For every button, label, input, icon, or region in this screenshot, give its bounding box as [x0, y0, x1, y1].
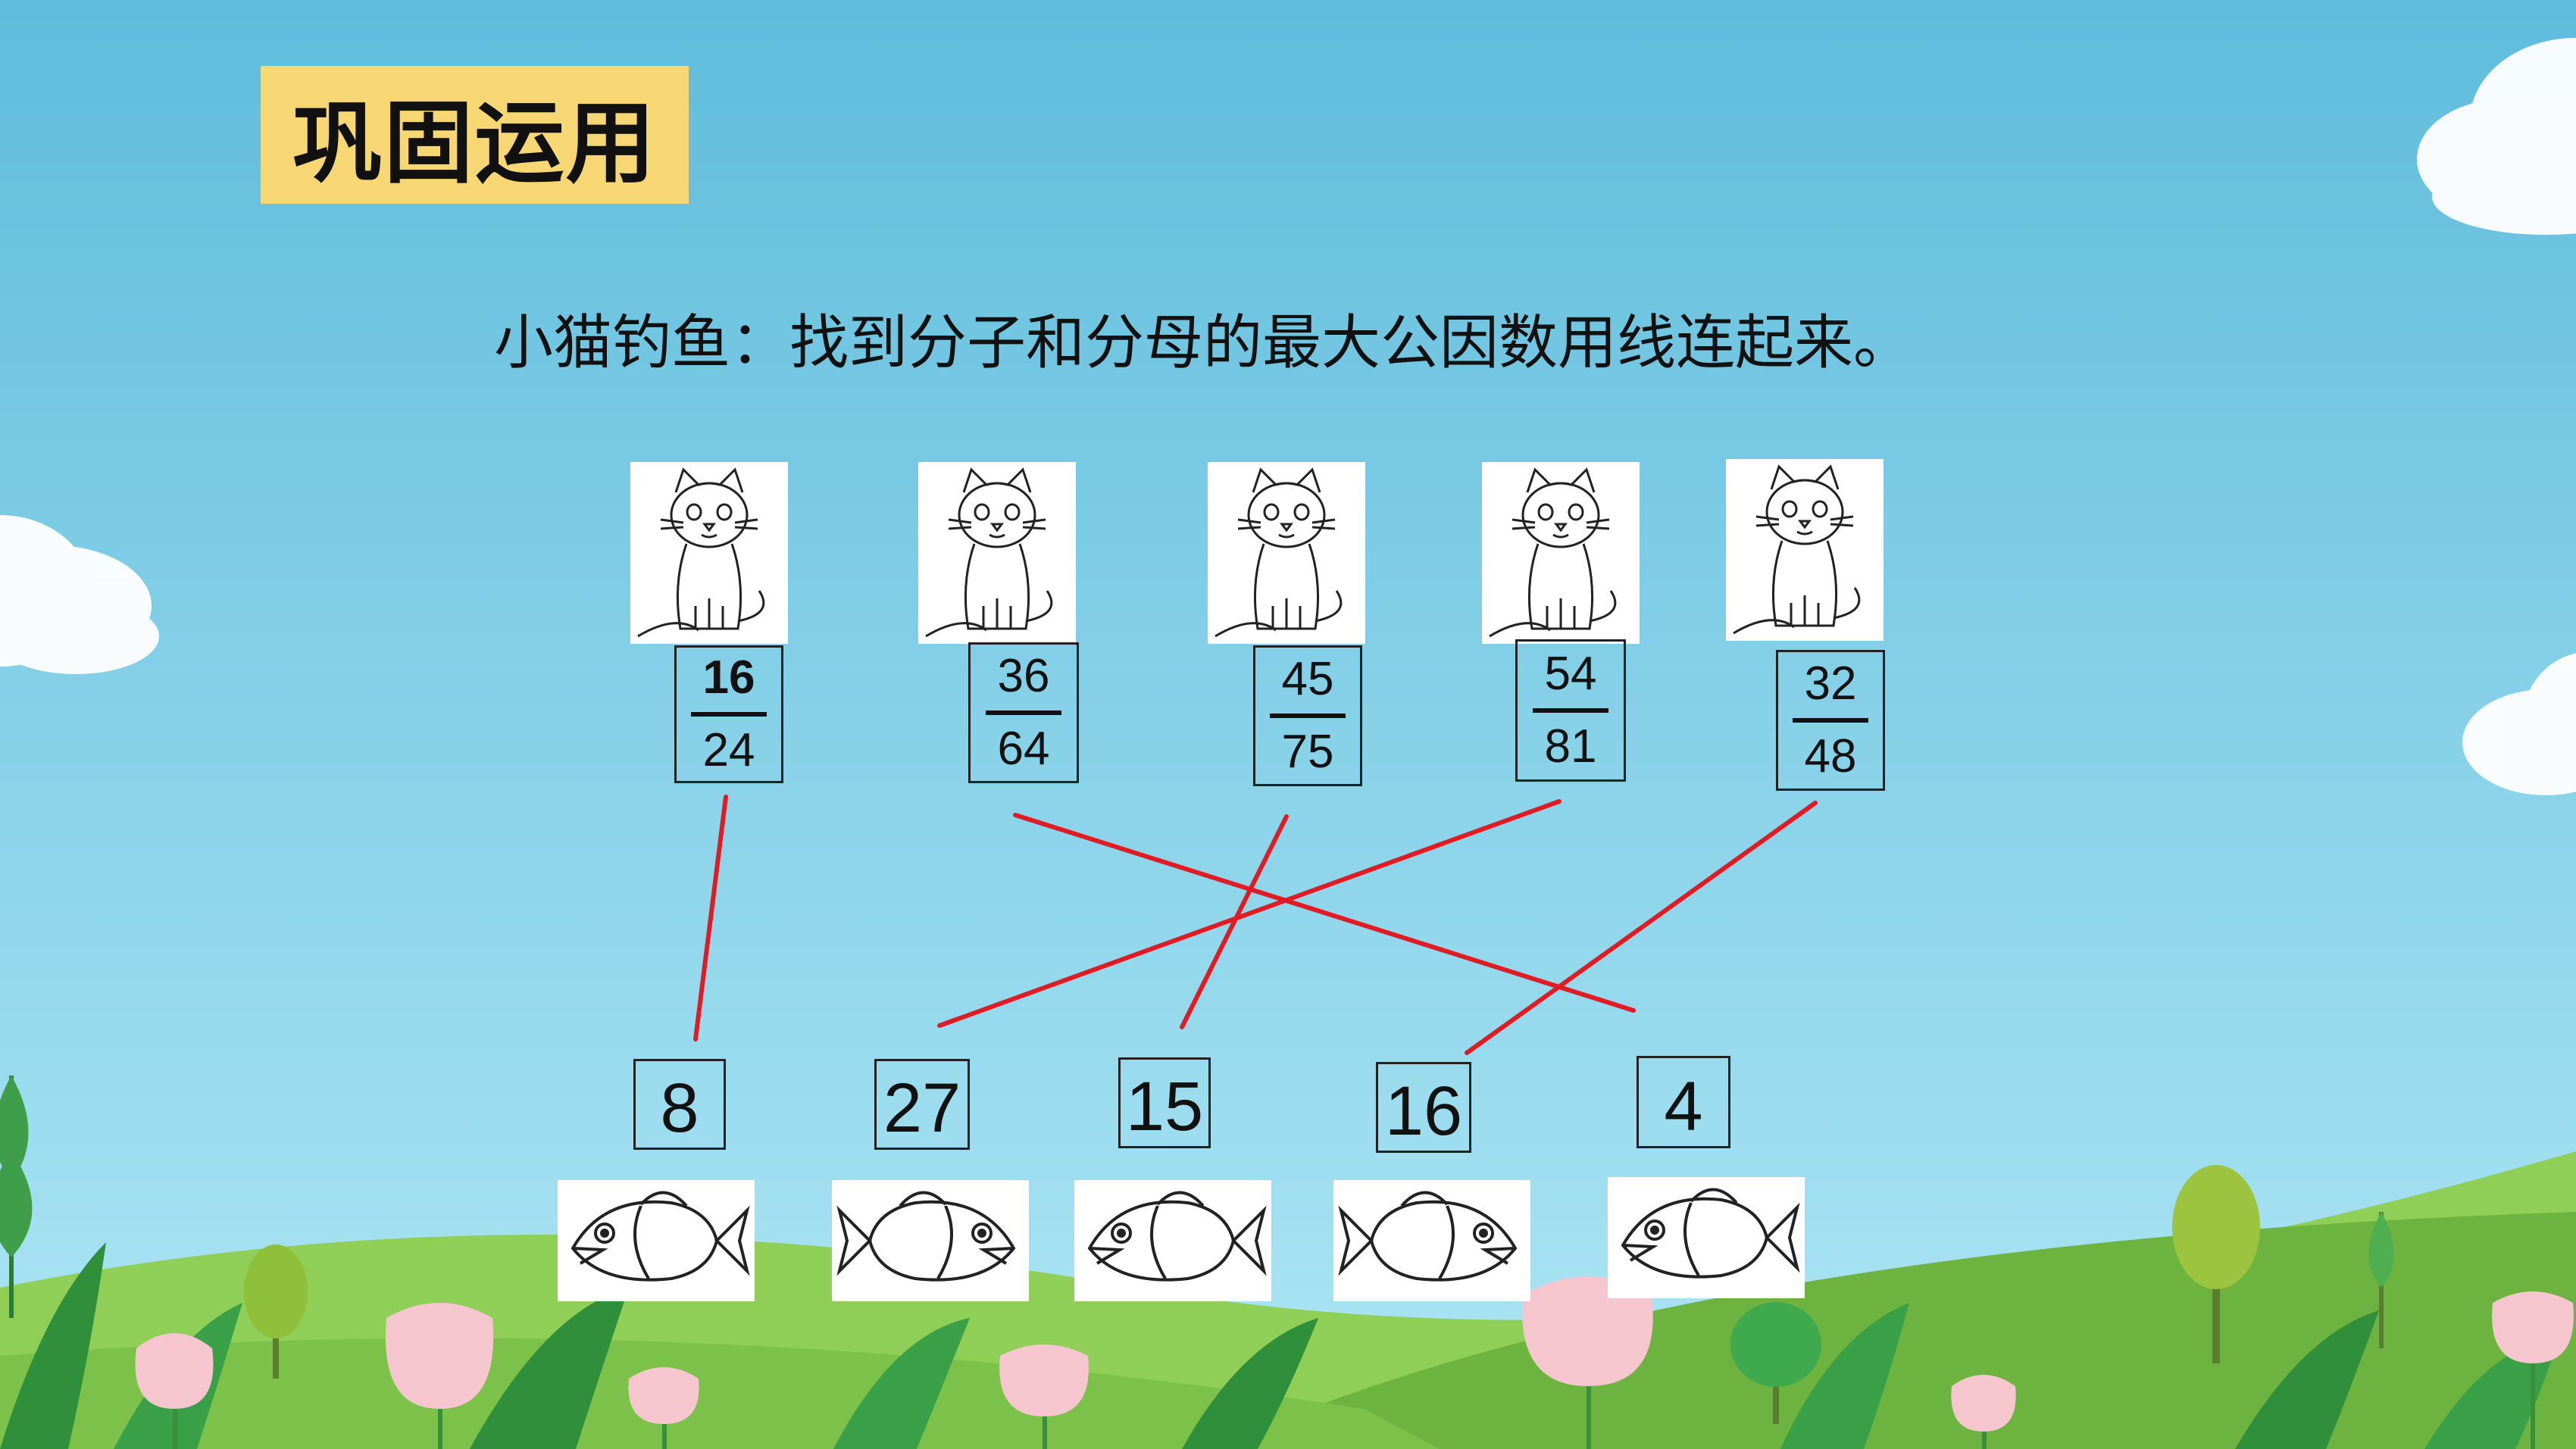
answer-box[interactable]: 15: [1118, 1057, 1211, 1148]
fraction-bar: [1533, 708, 1608, 713]
fraction-numerator: 16: [702, 651, 755, 704]
fish-card: [1333, 1180, 1530, 1301]
slide-title: 巩固运用: [292, 90, 657, 195]
cat-icon: [1489, 467, 1617, 638]
answer-box[interactable]: 8: [633, 1059, 726, 1150]
fraction-card: 45 75: [1253, 645, 1362, 786]
fraction-numerator: 45: [1281, 653, 1334, 705]
tree-icon: [244, 1165, 2394, 1424]
cat-icon: [925, 467, 1053, 638]
fish-card: [1074, 1180, 1271, 1301]
fraction-denominator: 81: [1544, 720, 1597, 773]
answer-box[interactable]: 27: [874, 1059, 970, 1150]
fish-card: [832, 1180, 1029, 1301]
answer-box[interactable]: 4: [1637, 1056, 1730, 1148]
cat-card: [1482, 462, 1640, 644]
answer-box[interactable]: 16: [1376, 1062, 1471, 1153]
fraction-card: 32 48: [1776, 650, 1885, 791]
fraction-denominator: 75: [1281, 726, 1334, 778]
cat-card: [630, 462, 788, 644]
fraction-bar: [1793, 718, 1868, 723]
fish-icon: [836, 1191, 1016, 1282]
cat-icon: [1215, 467, 1343, 638]
fraction-bar: [1270, 714, 1346, 718]
fraction-bar: [986, 710, 1061, 715]
fraction-bar: [691, 712, 767, 717]
fraction-card: 54 81: [1515, 639, 1626, 782]
leaves-icon: [0, 1242, 2561, 1449]
tulip-icon: [135, 1276, 2574, 1449]
fish-icon: [1338, 1191, 1518, 1282]
cloud-icon: [2417, 38, 2576, 235]
fraction-card: 16 24: [674, 645, 783, 783]
instruction-text: 小猫钓鱼：找到分子和分母的最大公因数用线连起来。: [494, 309, 1913, 377]
fraction-denominator: 24: [702, 724, 755, 776]
fraction-numerator: 36: [997, 650, 1050, 702]
fraction-card: 36 64: [968, 642, 1079, 783]
fraction-denominator: 48: [1804, 730, 1857, 782]
fraction-denominator: 64: [997, 723, 1050, 775]
fish-card: [1608, 1177, 1805, 1298]
fish-icon: [571, 1191, 750, 1282]
fraction-numerator: 32: [1804, 657, 1857, 710]
fish-icon: [1087, 1191, 1267, 1282]
cat-card: [1726, 459, 1884, 641]
title-box: 巩固运用: [261, 66, 689, 204]
cat-card: [1208, 462, 1365, 644]
plant-icon: [0, 1076, 33, 1318]
cloud-icon: [2462, 653, 2576, 795]
cat-card: [918, 462, 1076, 644]
fraction-numerator: 54: [1544, 648, 1597, 700]
cat-icon: [637, 467, 765, 638]
fish-icon: [1621, 1188, 1800, 1279]
cat-icon: [1733, 464, 1861, 635]
fish-card: [558, 1180, 755, 1301]
cloud-icon: [0, 515, 159, 674]
